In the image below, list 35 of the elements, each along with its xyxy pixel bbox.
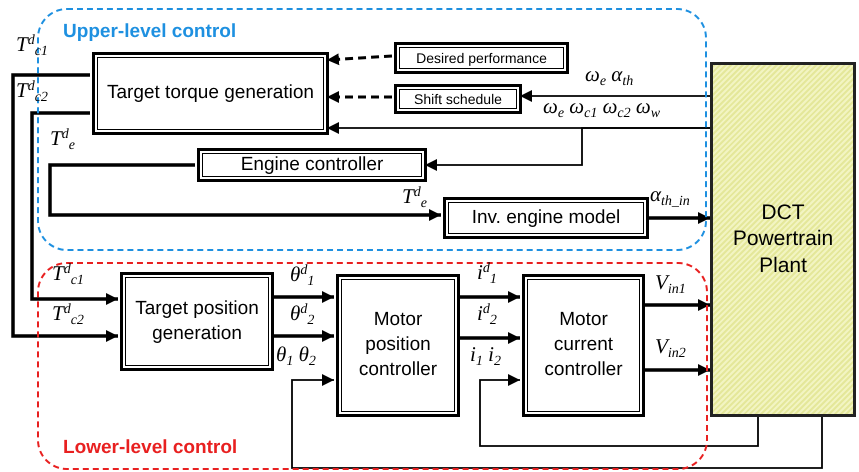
- process-box: Engine controller: [197, 148, 427, 182]
- arrow: [643, 364, 710, 376]
- edge-label: V$_{in2}$: [655, 336, 686, 357]
- arrow: [458, 332, 520, 344]
- edge-label: i$_{1}$ i$_{2}$: [470, 344, 501, 365]
- arrow: [291, 374, 823, 469]
- edge-label: V$_{in1}$: [655, 272, 686, 293]
- arrow: [643, 299, 710, 311]
- edge-label: α$_{th_in}$: [650, 184, 690, 205]
- control-group-frame: [37, 8, 707, 251]
- process-box: Shift schedule: [394, 84, 522, 114]
- group-heading: Lower-level control: [63, 436, 238, 460]
- arrow: [30, 111, 118, 305]
- edge-label: θ$_{1}$ θ$_{2}$: [276, 344, 316, 365]
- arrow: [647, 212, 710, 224]
- arrow: [520, 90, 710, 102]
- arrow: [327, 91, 392, 103]
- plant-block: DCT Powertrain Plant: [710, 62, 856, 417]
- arrow: [11, 73, 118, 342]
- process-box: Motor position controller: [336, 274, 460, 417]
- process-box: Target torque generation: [92, 52, 329, 135]
- arrow: [458, 291, 520, 303]
- arrow: [48, 163, 441, 221]
- arrow: [272, 330, 334, 342]
- edge-label: ω$_{e}$ ω$_{c1}$ ω$_{c2}$ ω$_{w}$: [543, 96, 660, 117]
- arrow: [425, 127, 710, 171]
- arrow: [479, 374, 759, 447]
- process-box: Motor current controller: [522, 274, 645, 417]
- process-box: Desired performance: [394, 42, 569, 74]
- arrow: [272, 291, 334, 303]
- group-heading: Upper-level control: [63, 20, 236, 44]
- process-box: Target position generation: [120, 272, 274, 371]
- edge-label: ω$_{e}$ α$_{th}$: [585, 64, 634, 85]
- control-group-frame: [37, 262, 708, 470]
- process-box: Inv. engine model: [443, 197, 649, 239]
